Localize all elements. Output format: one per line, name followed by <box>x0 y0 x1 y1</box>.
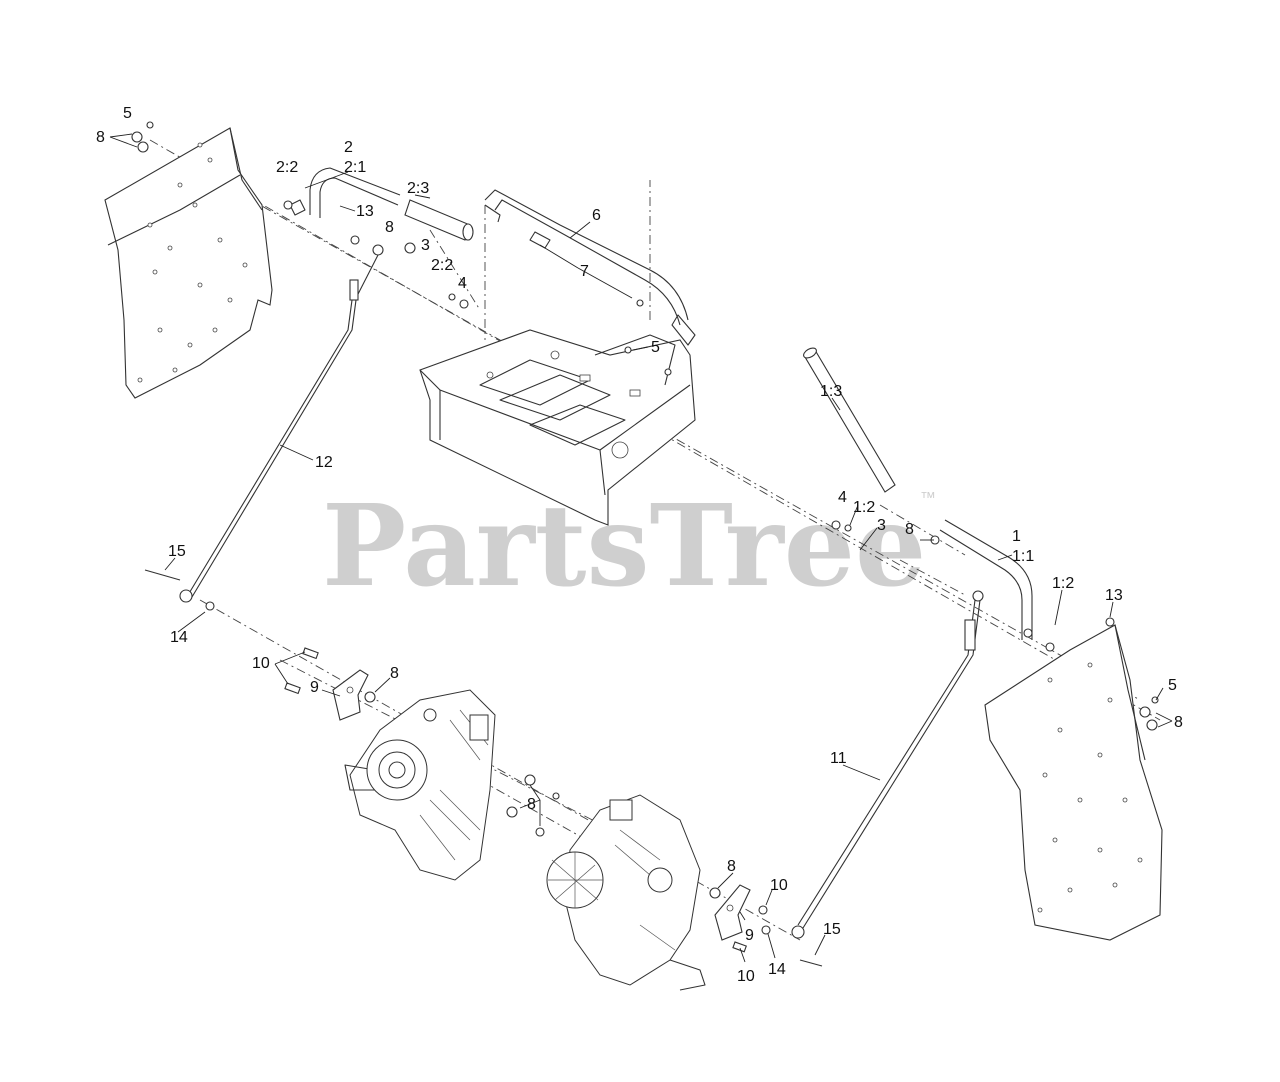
callout-labels: 5 8 2:2 2 2:1 2:3 13 8 3 2:2 4 6 7 5 12 … <box>96 105 1183 985</box>
callout-2: 2 <box>344 139 353 156</box>
fasteners <box>131 121 1159 967</box>
left-side-plate <box>104 127 273 399</box>
callout-1-3: 1:3 <box>820 383 842 400</box>
callout-13-top: 13 <box>356 203 374 220</box>
callout-9-left: 9 <box>310 679 319 696</box>
callout-3-right: 3 <box>877 517 886 534</box>
callout-15-left: 15 <box>168 543 186 560</box>
control-rod-12 <box>179 244 384 603</box>
callout-8-top-left: 8 <box>96 129 105 146</box>
callout-10-right-bottom: 10 <box>737 968 755 985</box>
callout-3-left: 3 <box>421 237 430 254</box>
callout-13-right: 13 <box>1105 587 1123 604</box>
callout-12: 12 <box>315 454 333 471</box>
callout-10-right-top: 10 <box>770 877 788 894</box>
control-rod-11 <box>791 590 984 939</box>
callout-2-3: 2:3 <box>407 180 429 197</box>
gearbox-washers <box>284 647 747 953</box>
transmission-right <box>546 794 706 991</box>
center-console-panel <box>419 329 696 526</box>
callout-2-2-top: 2:2 <box>276 159 298 176</box>
callout-8-right-bracket: 8 <box>727 858 736 875</box>
callout-9-right: 9 <box>745 927 754 944</box>
right-side-plate <box>984 624 1163 941</box>
callout-8-right: 8 <box>1174 714 1183 731</box>
callout-8-gearbox: 8 <box>527 796 536 813</box>
callout-5-top-left: 5 <box>123 105 132 122</box>
callout-14-left: 14 <box>170 629 188 646</box>
callout-5-center: 5 <box>651 339 660 356</box>
callout-1: 1 <box>1012 528 1021 545</box>
callout-4-left: 4 <box>458 275 467 292</box>
callout-6: 6 <box>592 207 601 224</box>
callout-15-right: 15 <box>823 921 841 938</box>
motion-control-lever-left <box>289 167 474 241</box>
callout-1-2-center: 1:2 <box>853 499 875 516</box>
callout-4-right: 4 <box>838 489 847 506</box>
bracket-9-left <box>332 669 376 721</box>
callout-8-left-bracket: 8 <box>390 665 399 682</box>
watermark-text: PartsTree <box>322 481 926 612</box>
callout-1-2-right: 1:2 <box>1052 575 1074 592</box>
callout-11: 11 <box>830 750 847 767</box>
watermark-trademark: ™ <box>920 490 936 507</box>
callout-10-left: 10 <box>252 655 270 672</box>
callout-14-right: 14 <box>768 961 786 978</box>
callout-2-2-center: 2:2 <box>431 257 453 274</box>
callout-5-right: 5 <box>1168 677 1177 694</box>
callout-1-1: 1:1 <box>1012 548 1034 565</box>
callout-8-center: 8 <box>385 219 394 236</box>
callout-7: 7 <box>580 263 589 280</box>
callout-leaders <box>109 133 1173 963</box>
callout-2-1: 2:1 <box>344 159 366 176</box>
motion-control-lever-right <box>803 347 1033 640</box>
callout-8-right-center: 8 <box>905 521 914 538</box>
control-bar-6 <box>484 189 696 346</box>
transmission-left <box>344 689 496 881</box>
bracket-9-right <box>709 884 771 941</box>
